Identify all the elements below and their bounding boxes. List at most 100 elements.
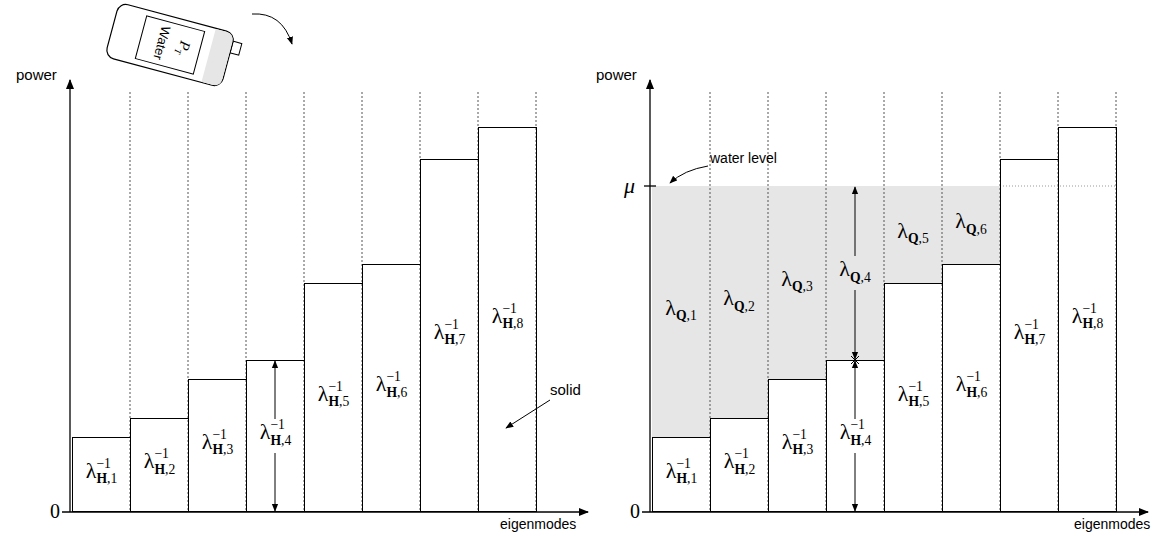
index: H,6−1 <box>386 386 407 400</box>
eigenvalue-label: λH,3−1 <box>200 429 236 462</box>
mode-index: ,2 <box>745 462 755 477</box>
bottle-water <box>202 29 235 87</box>
water-fill <box>710 186 768 418</box>
index: H,3−1 <box>792 443 813 457</box>
y-axis <box>649 80 650 512</box>
matrix-letter: H <box>96 471 107 486</box>
superscript: −1 <box>96 457 111 471</box>
mode-index: ,1 <box>107 471 117 486</box>
index: H,5−1 <box>908 395 929 409</box>
matrix-letter: H <box>1024 332 1035 347</box>
annotation: water level <box>710 150 777 166</box>
eigenvalue-bar: λH,2−1 <box>710 418 769 512</box>
eigenvalue-label: λH,8−1 <box>1070 303 1106 336</box>
subscript: H,6 <box>966 385 987 400</box>
eigenvalue-bar: λH,4−1 <box>246 360 305 512</box>
symbol: λ <box>492 303 503 328</box>
water-fill <box>652 186 710 437</box>
water-cell: λQ,4 <box>826 186 884 360</box>
superscript: −1 <box>676 457 691 471</box>
axis-label: power <box>596 66 637 83</box>
eigenvalue-label: λH,3−1 <box>780 429 816 462</box>
axis-label: eigenmodes <box>500 516 576 532</box>
water-fill <box>768 186 826 379</box>
symbol: λ <box>724 448 735 473</box>
eigenvalue-bar: λH,6−1 <box>362 264 421 512</box>
mode-index: ,4 <box>861 270 871 285</box>
symbol: λ <box>434 319 445 344</box>
symbol: λ <box>1014 319 1025 344</box>
eigenvalue-label: λH,4−1 <box>838 419 874 452</box>
subscript: H,1 <box>96 471 117 486</box>
matrix-letter: H <box>270 433 281 448</box>
matrix-letter: H <box>966 385 977 400</box>
symbol: λ <box>840 419 851 444</box>
eigenvalue-label: λQ,2 <box>721 285 757 318</box>
index: H,2−1 <box>154 463 175 477</box>
matrix-letter: H <box>734 462 745 477</box>
superscript: −1 <box>212 428 227 442</box>
subscript: H,5 <box>908 394 929 409</box>
subscript: Q,3 <box>792 279 813 294</box>
superscript: −1 <box>734 447 749 461</box>
symbol: λ <box>723 285 734 310</box>
subscript: Q,5 <box>908 231 929 246</box>
subscript: H,7 <box>1024 332 1045 347</box>
mode-index: ,7 <box>455 332 465 347</box>
index: H,8−1 <box>502 317 523 331</box>
index: Q,3 <box>792 280 813 294</box>
matrix-letter: Q <box>850 270 861 285</box>
axis-origin: 0 <box>50 500 60 523</box>
symbol: λ <box>318 381 329 406</box>
eigenvalue-bar: λH,7−1 <box>1000 159 1059 512</box>
matrix-letter: H <box>502 316 513 331</box>
mode-index: ,8 <box>513 316 523 331</box>
eigenvalue-label: λH,2−1 <box>142 448 178 481</box>
eigenvalue-label: λQ,1 <box>663 295 699 328</box>
matrix-letter: Q <box>676 308 687 323</box>
mode-index: ,3 <box>223 442 233 457</box>
eigenvalue-bar: λH,1−1 <box>652 437 711 512</box>
water-cell: λQ,3 <box>768 186 826 379</box>
mode-index: ,7 <box>1035 332 1045 347</box>
index: H,3−1 <box>212 443 233 457</box>
leader-arrows <box>252 14 708 428</box>
mode-index: ,6 <box>977 385 987 400</box>
leader-line <box>670 166 708 183</box>
symbol: λ <box>1072 303 1083 328</box>
mode-index: ,3 <box>803 279 813 294</box>
water-bottle <box>105 2 244 89</box>
subscript: Q,1 <box>676 308 697 323</box>
subscript: Q,6 <box>966 222 987 237</box>
index: H,8−1 <box>1082 317 1103 331</box>
eigenvalue-label: λH,6−1 <box>954 371 990 404</box>
water-fill <box>826 186 884 360</box>
eigenvalue-label: λH,7−1 <box>432 319 468 352</box>
matrix-letter: Q <box>966 222 977 237</box>
eigenvalue-bar: λH,6−1 <box>942 264 1001 512</box>
eigenvalue-bar: λH,3−1 <box>768 379 827 512</box>
matrix-letter: Q <box>734 299 745 314</box>
superscript: −1 <box>850 418 865 432</box>
mode-index: ,5 <box>919 394 929 409</box>
superscript: −1 <box>328 380 343 394</box>
symbol: λ <box>839 256 850 281</box>
eigenvalue-label: λH,8−1 <box>490 303 526 336</box>
mode-index: ,5 <box>339 394 349 409</box>
water-cell: λQ,1 <box>652 186 710 437</box>
axis-origin: 0 <box>630 500 640 523</box>
index: Q,6 <box>966 223 987 237</box>
water-cell: λQ,5 <box>884 186 942 283</box>
subscript: H,8 <box>1082 316 1103 331</box>
superscript: −1 <box>154 447 169 461</box>
y-axis <box>69 80 70 512</box>
matrix-letter: H <box>386 385 397 400</box>
mode-index: ,8 <box>1093 316 1103 331</box>
superscript: −1 <box>792 428 807 442</box>
annotation: solid <box>550 381 581 398</box>
superscript: −1 <box>1082 302 1097 316</box>
axis-label: eigenmodes <box>1074 516 1150 532</box>
axes <box>62 80 1148 512</box>
subscript: H,4 <box>270 433 291 448</box>
dimension-arrows <box>275 187 859 511</box>
